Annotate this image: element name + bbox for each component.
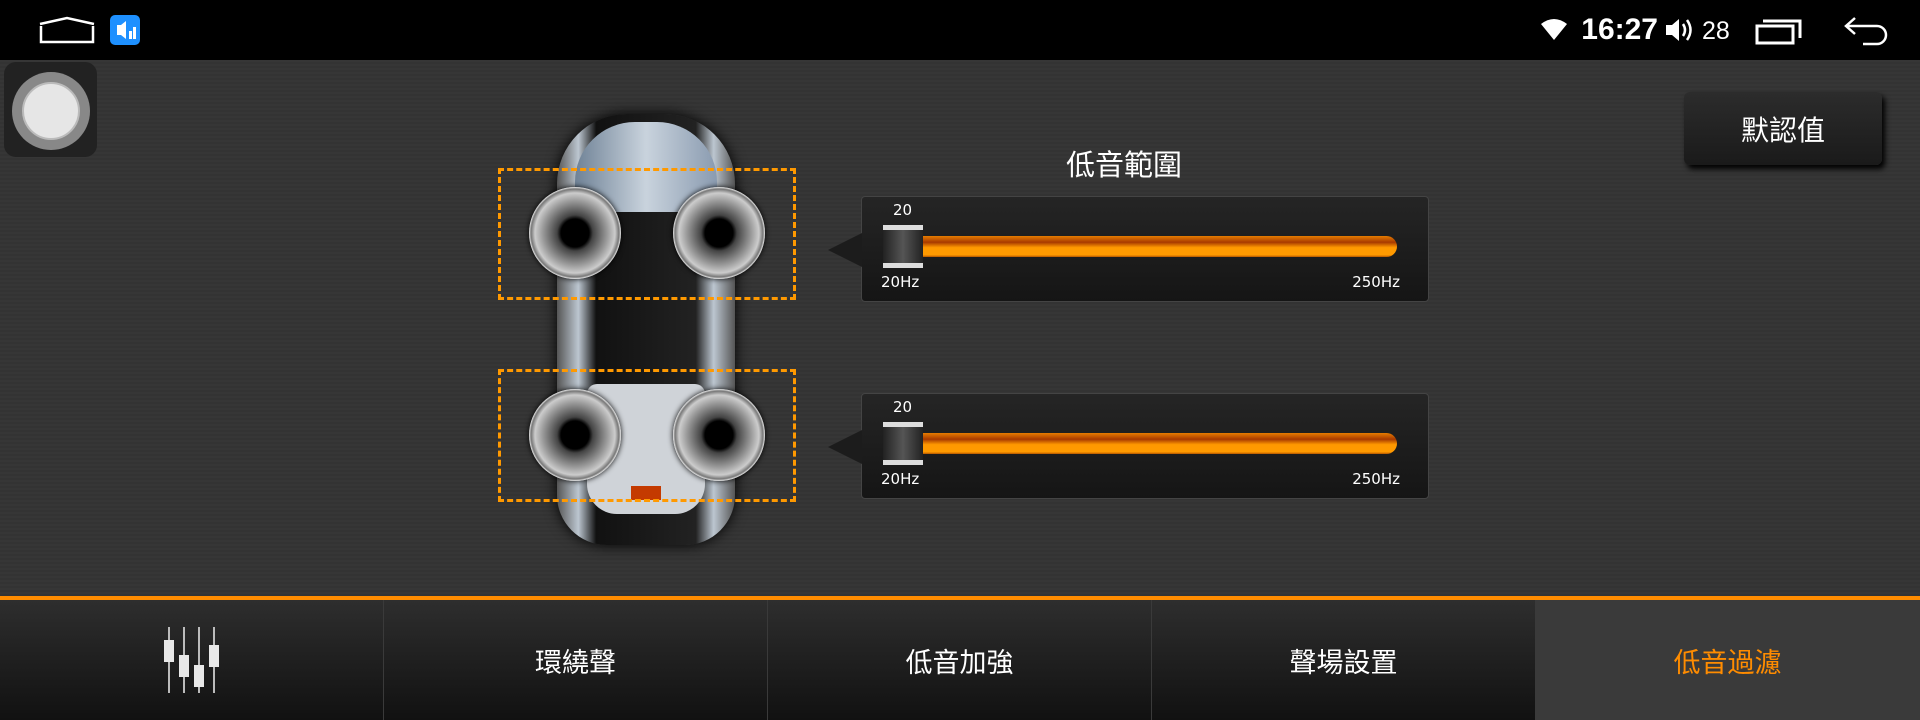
tab-sound-field[interactable]: 聲場設置 xyxy=(1152,600,1536,720)
slider-min-label: 20Hz xyxy=(881,470,920,488)
slider-min-label: 20Hz xyxy=(881,273,920,291)
front-speaker-zone[interactable] xyxy=(498,168,796,300)
slider-thumb[interactable] xyxy=(883,225,923,268)
audio-app-icon[interactable] xyxy=(110,15,140,45)
rear-speaker-zone[interactable] xyxy=(498,369,796,502)
floating-home-button[interactable] xyxy=(4,62,97,157)
front-bass-slider-panel: 20 20Hz 250Hz xyxy=(828,196,1429,302)
slider-thumb[interactable] xyxy=(883,422,923,465)
clock: 16:27 xyxy=(1581,13,1658,46)
default-button[interactable]: 默認值 xyxy=(1684,92,1882,165)
slider-value: 20 xyxy=(893,201,913,219)
back-icon[interactable] xyxy=(1843,14,1891,46)
wifi-icon xyxy=(1541,19,1567,40)
home-icon[interactable] xyxy=(38,16,96,44)
speaker-front-right-icon xyxy=(673,187,765,279)
slider-track[interactable] xyxy=(883,236,1397,257)
slider-value: 20 xyxy=(893,398,913,416)
volume-level: 28 xyxy=(1702,17,1730,45)
speaker-rear-right-icon xyxy=(673,389,765,481)
slider-track[interactable] xyxy=(883,433,1397,454)
section-title: 低音範圍 xyxy=(1065,148,1182,182)
rear-bass-slider-panel: 20 20Hz 250Hz xyxy=(828,393,1429,499)
equalizer-icon xyxy=(163,627,219,693)
divider xyxy=(0,596,1920,600)
speaker-front-left-icon xyxy=(529,187,621,279)
slider-max-label: 250Hz xyxy=(1352,273,1400,291)
speaker-rear-left-icon xyxy=(529,389,621,481)
main-area xyxy=(0,60,1920,596)
volume-icon[interactable] xyxy=(1664,16,1696,44)
status-bar: 16:27 28 xyxy=(0,0,1920,60)
tab-bass-filter[interactable]: 低音過濾 xyxy=(1536,600,1920,720)
bottom-tabs: 環繞聲 低音加強 聲場設置 低音過濾 xyxy=(0,600,1920,720)
slider-max-label: 250Hz xyxy=(1352,470,1400,488)
tab-equalizer[interactable] xyxy=(0,600,384,720)
tab-bass-boost[interactable]: 低音加強 xyxy=(768,600,1152,720)
recent-apps-icon[interactable] xyxy=(1755,16,1803,46)
tab-surround[interactable]: 環繞聲 xyxy=(384,600,768,720)
